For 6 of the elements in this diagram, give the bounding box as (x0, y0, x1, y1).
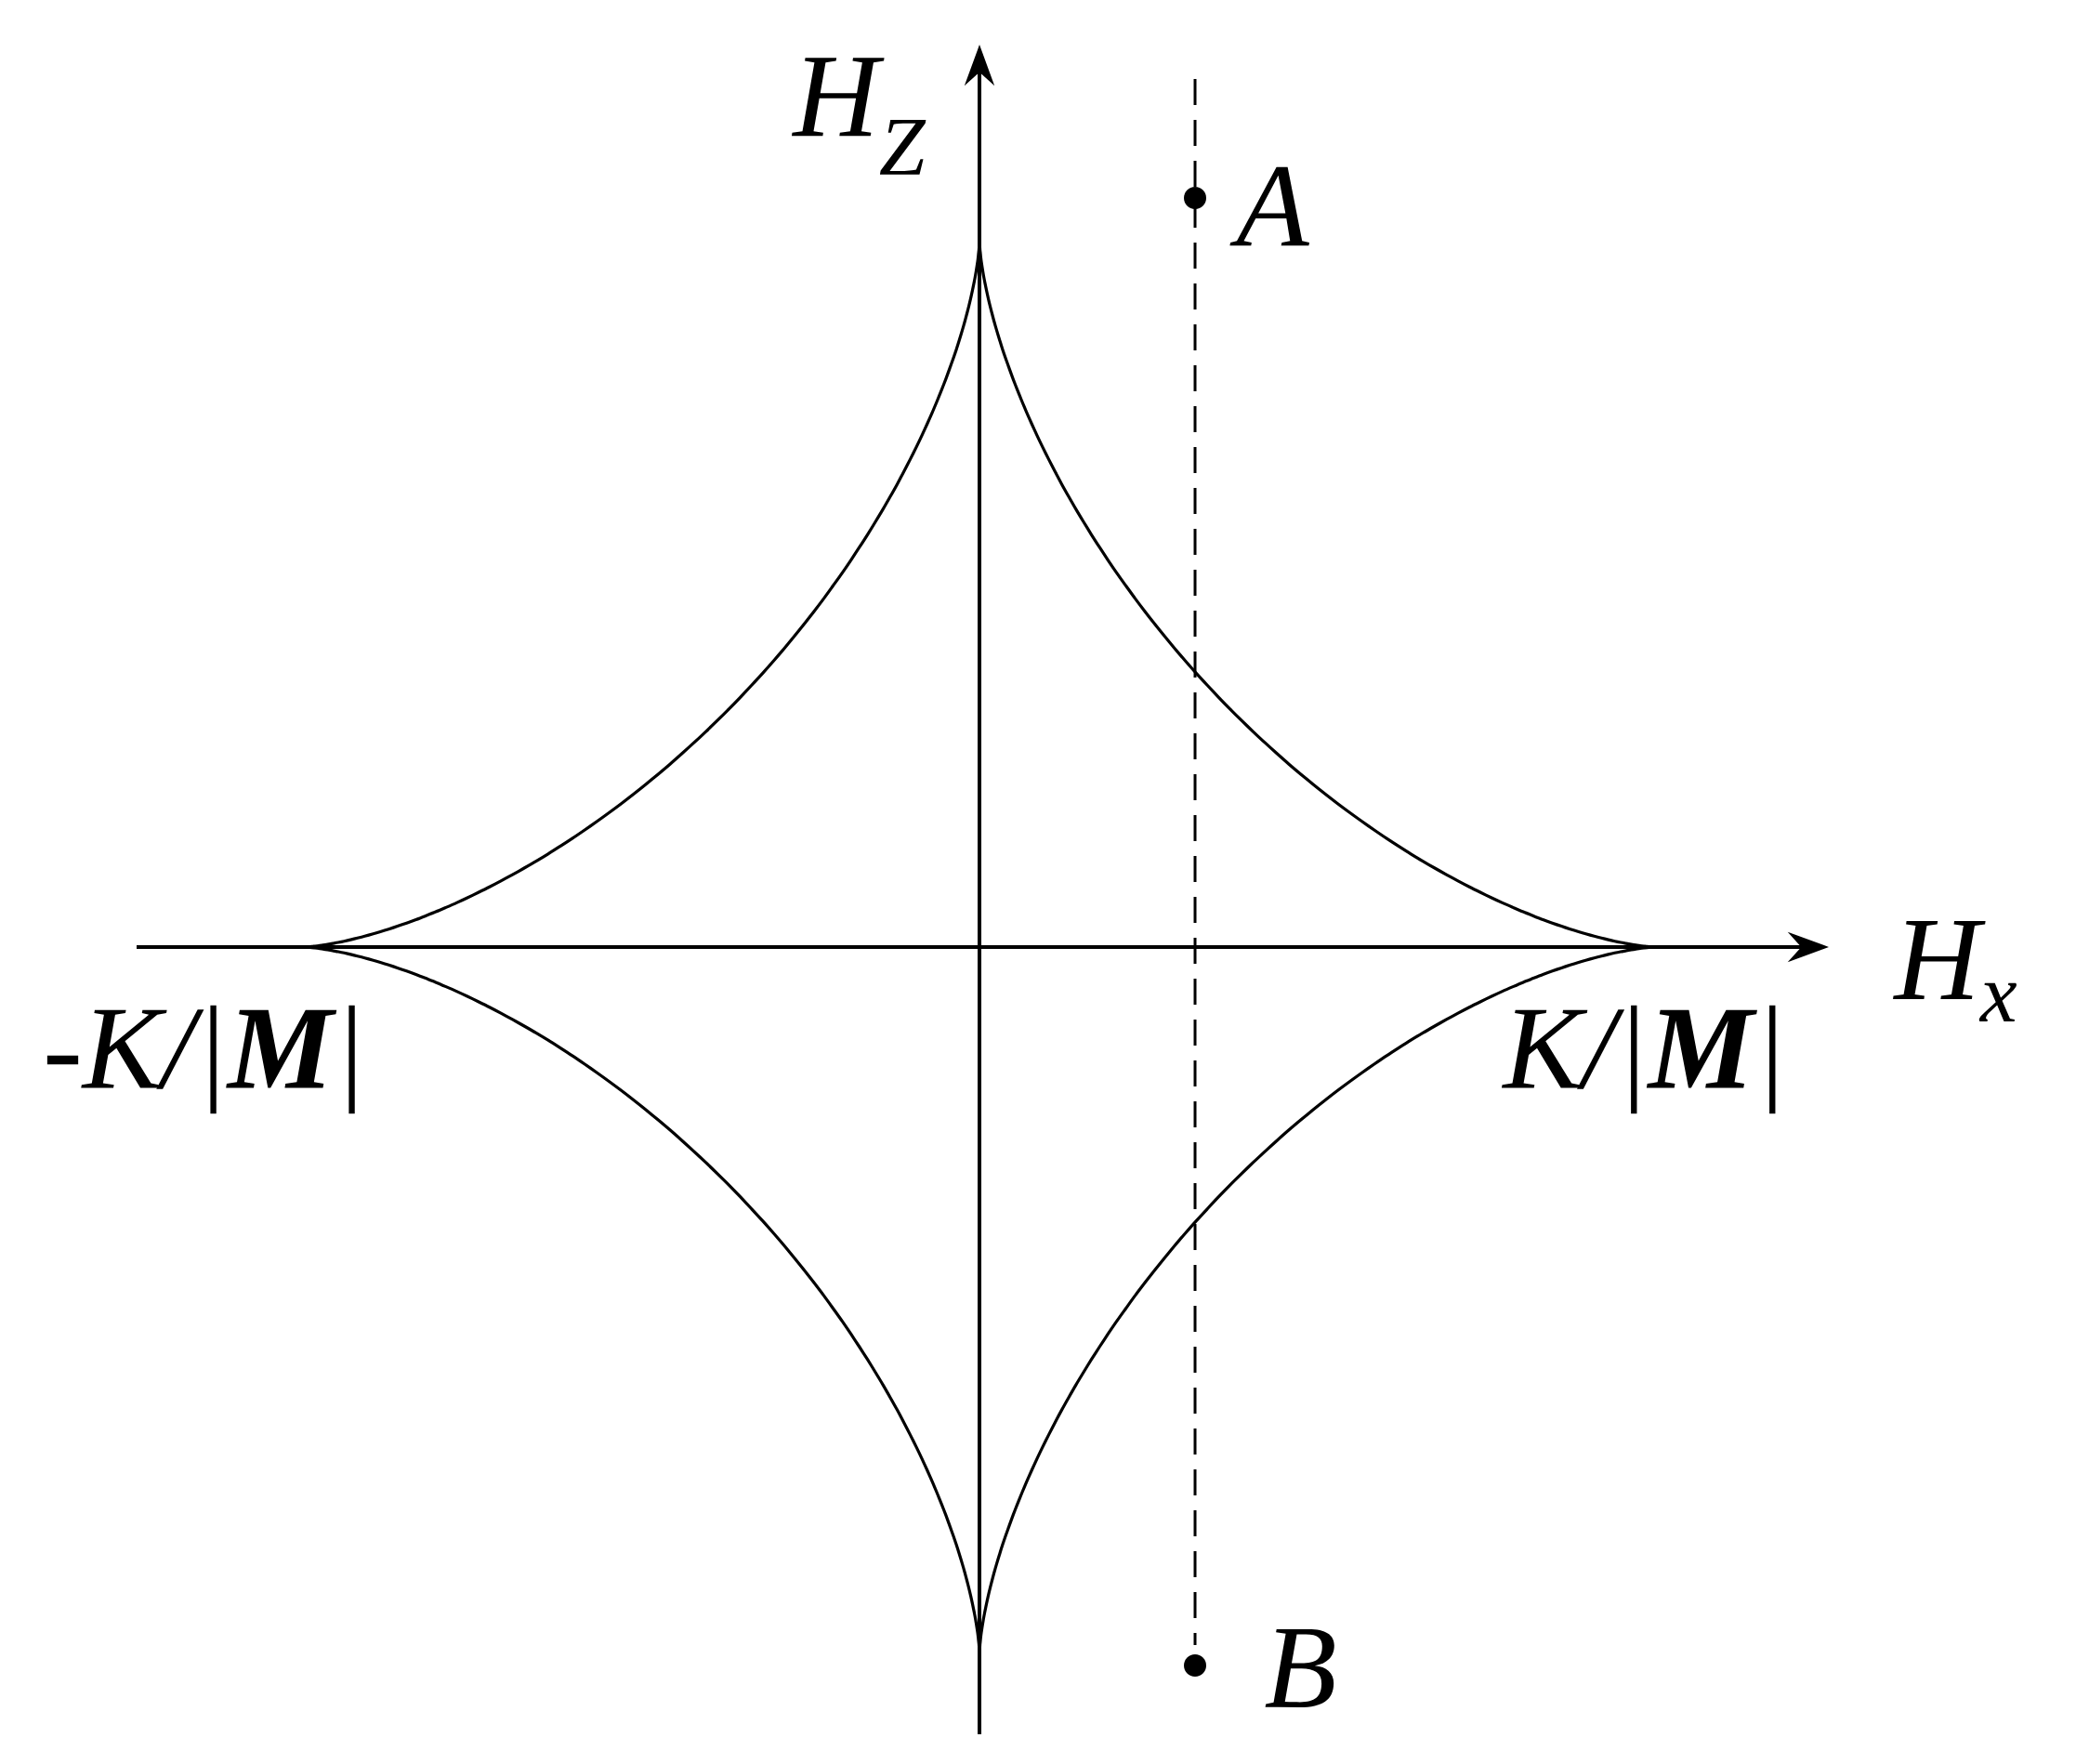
point-label: A (1229, 166, 1310, 246)
tick-label: -K/|M| (46, 1005, 355, 1114)
point-label: B (1265, 1628, 1334, 1708)
axis-label: H$_{Z}$ (792, 58, 926, 175)
axis-label: H$_{x}$ (1893, 921, 2017, 1021)
tick-label: K/|M| (1501, 1005, 1776, 1114)
